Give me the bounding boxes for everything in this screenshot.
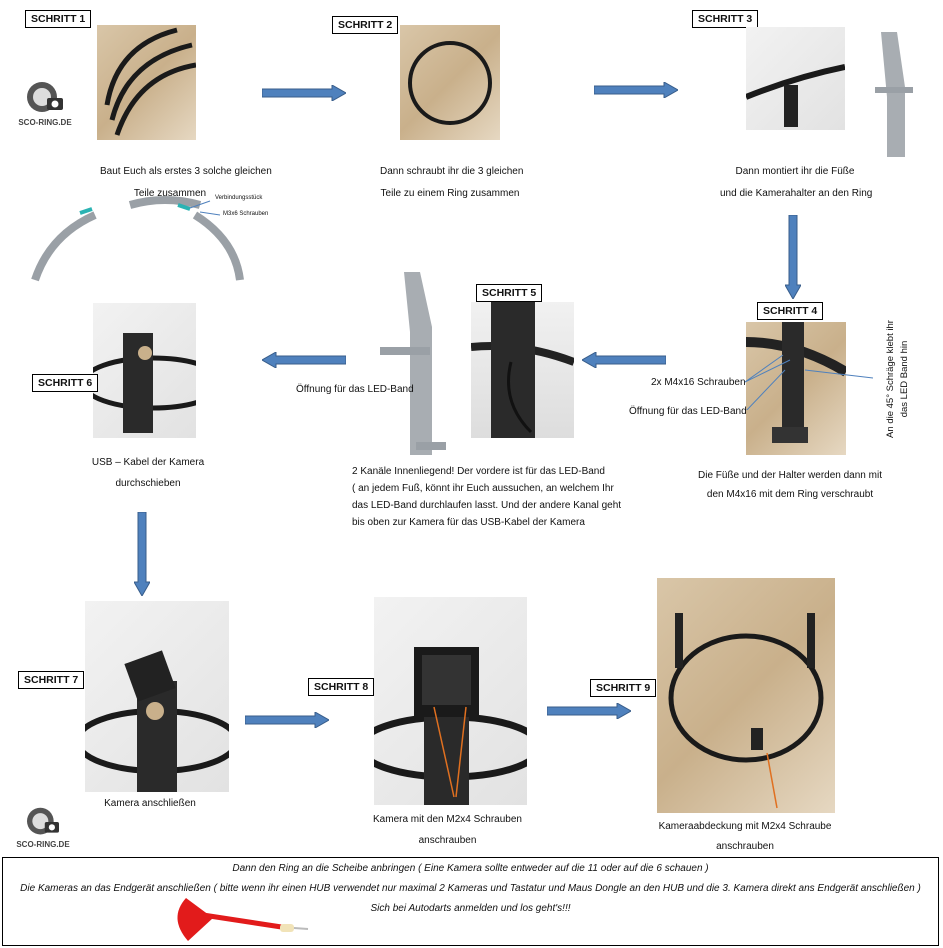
arrow-right-icon — [594, 82, 678, 98]
step-3-caption-2: und die Kamerahalter an den Ring — [720, 188, 873, 199]
step-2-caption-1: Dann schraubt ihr die 3 gleichen — [380, 166, 524, 177]
annotation-lines — [745, 354, 874, 410]
footer-line-2: Die Kameras an das Endgerät anschließen … — [20, 883, 921, 894]
arrow-left-icon — [262, 352, 346, 368]
step-3-caption-1: Dann montiert ihr die Füße — [735, 166, 855, 177]
step-7-caption: Kamera anschließen — [104, 798, 196, 809]
footer-line-1: Dann den Ring an die Scheibe anbringen (… — [232, 863, 709, 874]
dartboard-camera-icon — [27, 807, 59, 835]
channels-description: 2 Kanäle Innenliegend! Der vordere ist f… — [352, 463, 621, 531]
final-instructions-box: Dann den Ring an die Scheibe anbringen (… — [2, 857, 939, 946]
step-8-caption-2: anschrauben — [418, 835, 477, 846]
step-1-photo — [97, 25, 196, 140]
step-8-caption-1: Kamera mit den M2x4 Schrauben — [373, 814, 522, 825]
logo-sco-ring: SCO-RING.DE — [14, 80, 76, 127]
step-3-label: SCHRITT 3 — [692, 10, 759, 28]
foot-channel-render — [380, 272, 446, 455]
logo-text: SCO-RING.DE — [16, 840, 70, 849]
step-9-label: SCHRITT 9 — [590, 679, 657, 697]
description-line: 2 Kanäle Innenliegend! Der vordere ist f… — [352, 466, 605, 477]
dartboard-camera-icon — [27, 82, 63, 112]
led-opening-annotation: Öffnung für das LED-Band — [629, 406, 747, 417]
arrow-down-icon — [785, 215, 801, 299]
foot-render — [875, 32, 913, 157]
arrow-right-icon — [245, 712, 329, 728]
connector-annotation: Verbindungsstück — [215, 195, 263, 201]
step-4-label: SCHRITT 4 — [757, 302, 824, 320]
screws-annotation: 2x M4x16 Schrauben — [651, 377, 746, 388]
step-7-label: SCHRITT 7 — [18, 671, 85, 689]
step-6-caption-2: durchschieben — [115, 478, 181, 489]
step-6-photo — [93, 303, 196, 438]
description-line: ( an jedem Fuß, könnt ihr Euch aussuchen… — [352, 483, 614, 494]
step-5-photo — [471, 302, 574, 438]
arrow-right-icon — [547, 703, 631, 719]
step-8-label: SCHRITT 8 — [308, 678, 375, 696]
step-7-photo — [85, 601, 229, 792]
step-9-caption-2: anschrauben — [716, 841, 774, 852]
step-1-caption-2: Teile zusammen — [133, 188, 207, 199]
step-2-caption-2: Teile zu einem Ring zusammen — [380, 188, 520, 199]
arrow-left-icon — [582, 352, 666, 368]
step-1-label: SCHRITT 1 — [25, 10, 92, 28]
step-9-caption-1: Kameraabdeckung mit M2x4 Schraube — [658, 821, 832, 832]
step-6-label: SCHRITT 6 — [32, 374, 99, 392]
step-2-label: SCHRITT 2 — [332, 16, 399, 34]
side-note-line-2: das LED Band hin — [899, 340, 910, 418]
step-5-label: SCHRITT 5 — [476, 284, 543, 302]
side-note-line-1: An die 45° Schräge klebt ihr — [885, 320, 896, 438]
step-9-photo — [657, 578, 835, 813]
logo-sco-ring: SCO-RING.DE — [12, 806, 74, 849]
footer-line-3: Sich bei Autodarts anmelden und los geht… — [370, 903, 571, 914]
step-3-photo — [746, 27, 845, 130]
arrow-down-icon — [134, 512, 150, 596]
step-8-photo — [374, 597, 527, 805]
arrow-right-icon — [262, 85, 346, 101]
ring-segment-diagram — [31, 196, 244, 282]
step-4-caption-2: den M4x16 mit dem Ring verschraubt — [706, 489, 874, 500]
description-line: das LED-Band durchlaufen lasst. Und der … — [352, 500, 622, 511]
dart-icon — [177, 898, 309, 941]
step-6-caption-1: USB – Kabel der Kamera — [91, 457, 205, 468]
side-note: An die 45° Schräge klebt ihr das LED Ban… — [884, 319, 912, 439]
step-1-caption-1: Baut Euch als erstes 3 solche gleichen — [100, 166, 272, 177]
description-line: bis oben zur Kamera für das USB-Kabel de… — [352, 517, 585, 528]
screws-annotation: M3x6 Schrauben — [223, 211, 269, 217]
step-4-photo — [746, 322, 846, 455]
logo-text: SCO-RING.DE — [18, 118, 72, 127]
step-4-caption-1: Die Füße und der Halter werden dann mit — [698, 470, 882, 481]
led-opening-annotation: Öffnung für das LED-Band — [296, 384, 414, 395]
step-2-photo — [400, 25, 500, 140]
